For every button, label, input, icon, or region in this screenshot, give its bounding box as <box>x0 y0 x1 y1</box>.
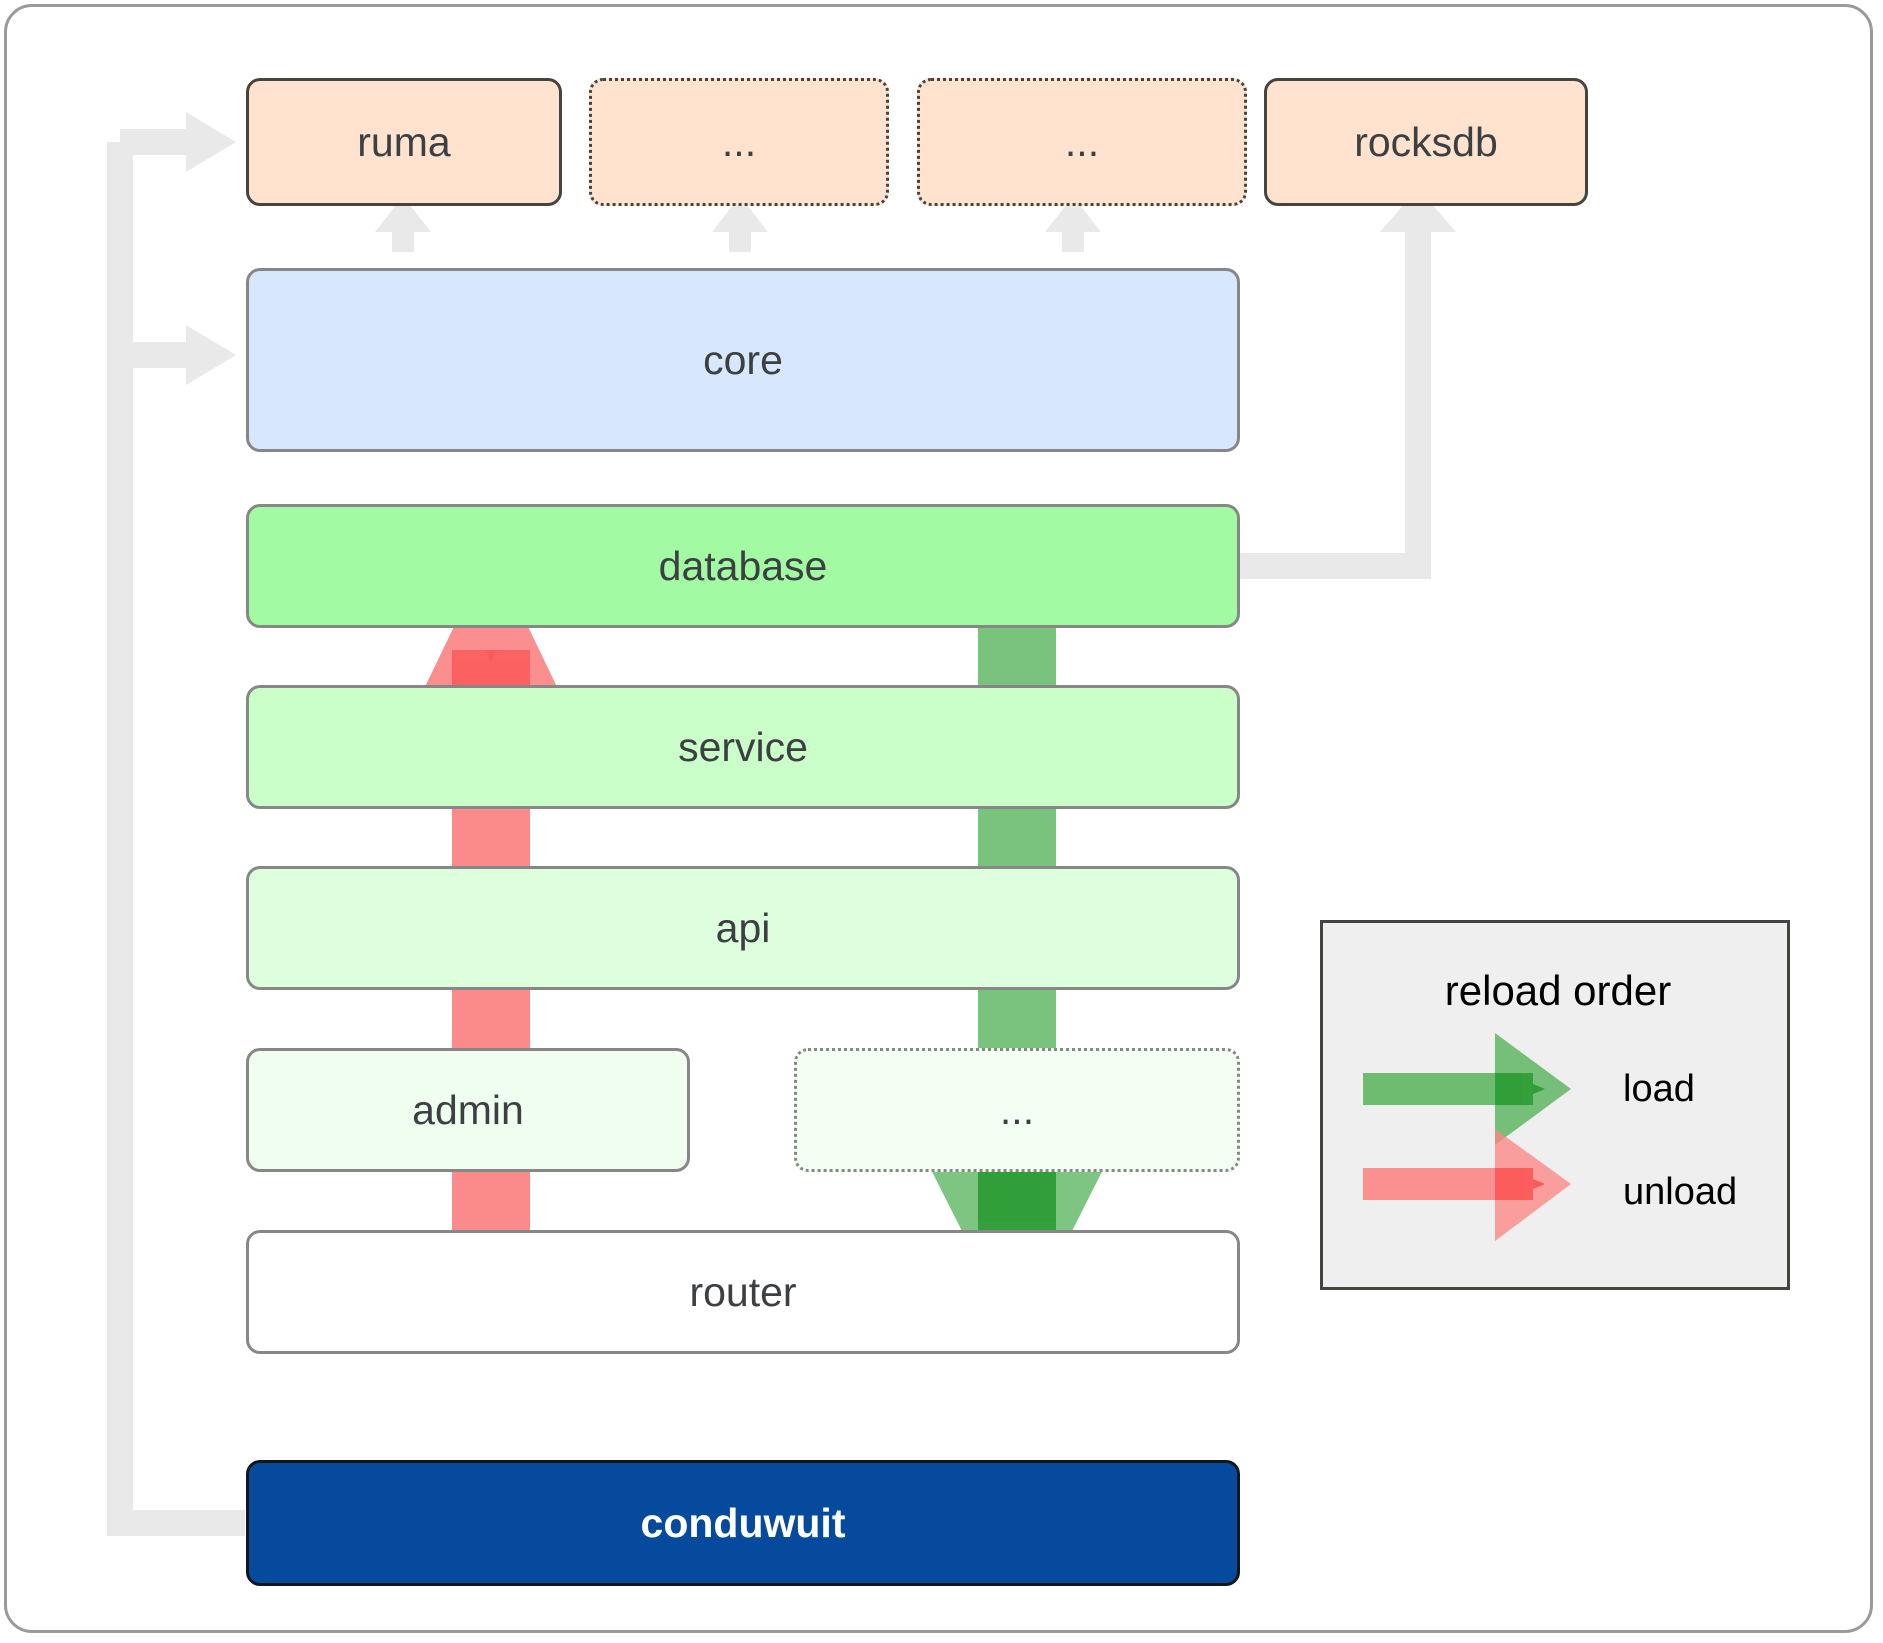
legend-panel: reload order load unload <box>1320 920 1790 1290</box>
application-label-conduwuit: conduwuit <box>640 1499 846 1546</box>
dependency-label-ruma: ruma <box>357 118 451 165</box>
legend-arrow-swatches <box>1363 1033 1571 1241</box>
legend-swatch-load <box>1363 1033 1571 1145</box>
layer-label-admin: admin <box>412 1086 524 1133</box>
dependency-label-rocksdb: rocksdb <box>1354 118 1498 165</box>
layer-box-core[interactable]: core <box>246 268 1240 452</box>
legend-swatch-unload <box>1363 1129 1571 1241</box>
dependency-label-ellipsis-1: ... <box>721 118 757 165</box>
dependency-box-ellipsis-2[interactable]: ... <box>917 78 1247 206</box>
layer-label-core: core <box>703 336 783 383</box>
connector-database-to-rocksdb <box>1238 188 1456 579</box>
layer-label-service: service <box>678 723 808 770</box>
layer-box-api[interactable]: api <box>246 866 1240 990</box>
dependency-box-ellipsis-1[interactable]: ... <box>589 78 889 206</box>
layer-box-database[interactable]: database <box>246 504 1240 628</box>
connector-core-to-deps <box>375 196 1101 252</box>
layer-label-api: api <box>715 904 771 951</box>
layer-label-database: database <box>658 542 828 589</box>
legend-label-unload: unload <box>1623 1171 1738 1213</box>
layer-label-ellipsis: ... <box>999 1086 1035 1133</box>
dependency-label-ellipsis-2: ... <box>1064 118 1100 165</box>
layer-box-admin[interactable]: admin <box>246 1048 690 1172</box>
layer-box-service[interactable]: service <box>246 685 1240 809</box>
dependency-box-ruma[interactable]: ruma <box>246 78 562 206</box>
layer-label-router: router <box>689 1268 797 1315</box>
connector-conduwuit-to-deps <box>107 112 245 1536</box>
legend-title: reload order <box>1444 967 1672 1014</box>
application-box-conduwuit[interactable]: conduwuit <box>246 1460 1240 1586</box>
layer-box-ellipsis[interactable]: ... <box>794 1048 1240 1172</box>
legend-label-load: load <box>1623 1068 1695 1110</box>
layer-box-router[interactable]: router <box>246 1230 1240 1354</box>
dependency-box-rocksdb[interactable]: rocksdb <box>1264 78 1588 206</box>
